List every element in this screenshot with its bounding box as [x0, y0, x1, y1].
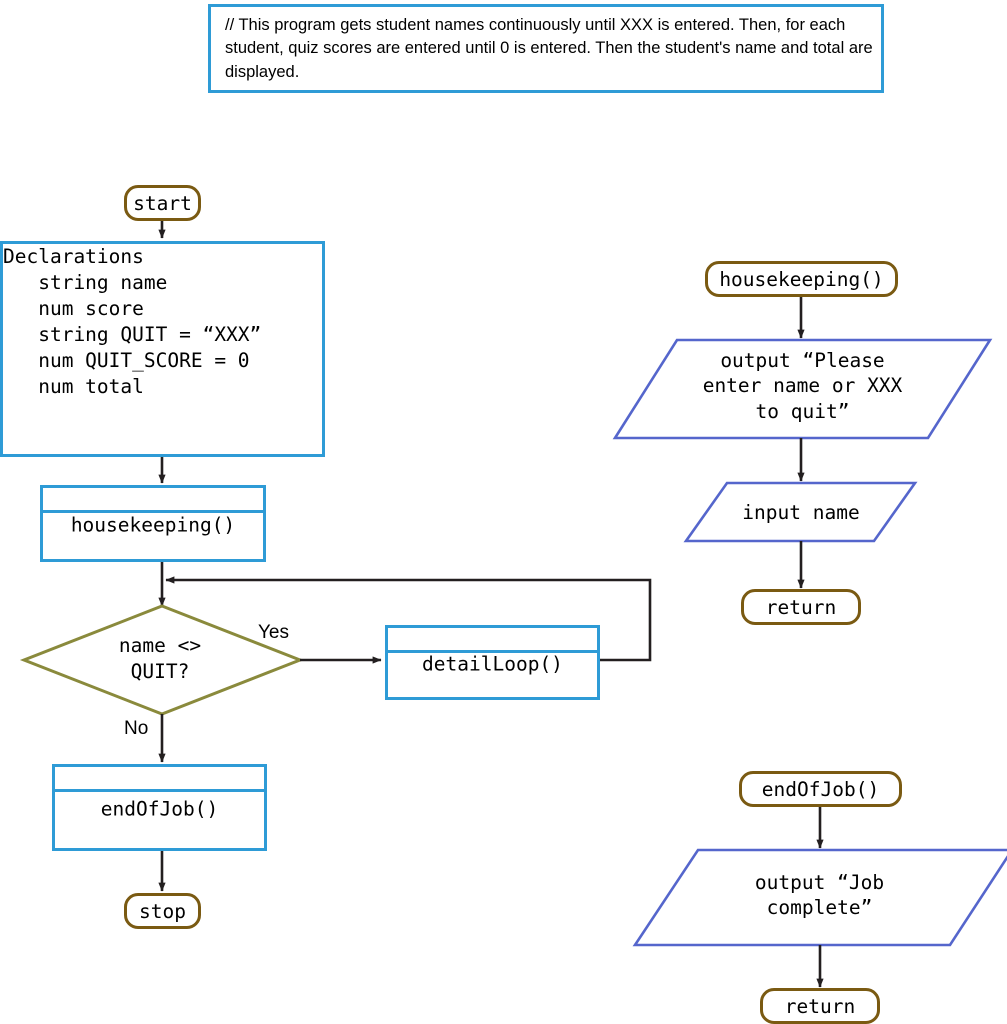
program-comment-box: // This program gets student names conti…: [208, 4, 884, 93]
start-terminal: start: [124, 185, 201, 221]
module-call-detailloop[interactable]: detailLoop(): [385, 625, 600, 700]
module-call-housekeeping[interactable]: housekeeping(): [40, 485, 266, 562]
stop-terminal: stop: [124, 893, 201, 929]
eoj-output-label: output “Job complete”: [754, 871, 885, 920]
module-top-stripe: [52, 789, 267, 792]
hk-return-terminal: return: [741, 589, 861, 625]
program-comment-text: // This program gets student names conti…: [225, 16, 873, 81]
module-call-endofjob-label: endOfJob(): [100, 796, 219, 820]
eoj-return-label: return: [784, 994, 856, 1018]
module-top-stripe: [40, 510, 266, 513]
branch-label-yes: Yes: [258, 622, 289, 643]
hk-input-label: input name: [742, 501, 860, 524]
module-header-endofjob-label: endOfJob(): [761, 777, 880, 801]
start-terminal-label: start: [133, 191, 192, 215]
hk-input-parallelogram: [683, 481, 918, 543]
declarations-text: Declarations string name num score strin…: [3, 245, 262, 398]
module-top-stripe: [385, 650, 600, 653]
module-header-housekeeping: housekeeping(): [705, 261, 898, 297]
eoj-output-parallelogram: [632, 848, 1007, 947]
stop-terminal-label: stop: [139, 899, 186, 923]
module-call-endofjob[interactable]: endOfJob(): [52, 764, 267, 851]
eoj-return-terminal: return: [760, 988, 880, 1024]
module-call-housekeeping-label: housekeeping(): [70, 512, 236, 536]
declarations-box: Declarations string name num score strin…: [0, 241, 325, 457]
branch-label-no: No: [124, 718, 149, 739]
hk-output-parallelogram: [612, 338, 993, 440]
hk-return-label: return: [765, 595, 837, 619]
module-header-endofjob: endOfJob(): [739, 771, 902, 807]
module-header-housekeeping-label: housekeeping(): [719, 267, 884, 291]
hk-output-label: output “Please enter name or XXX to quit…: [702, 349, 903, 423]
decision-label: name <> QUIT?: [118, 634, 202, 683]
edge-detailloop-loopback: [165, 576, 652, 662]
module-call-detailloop-label: detailLoop(): [422, 651, 563, 675]
